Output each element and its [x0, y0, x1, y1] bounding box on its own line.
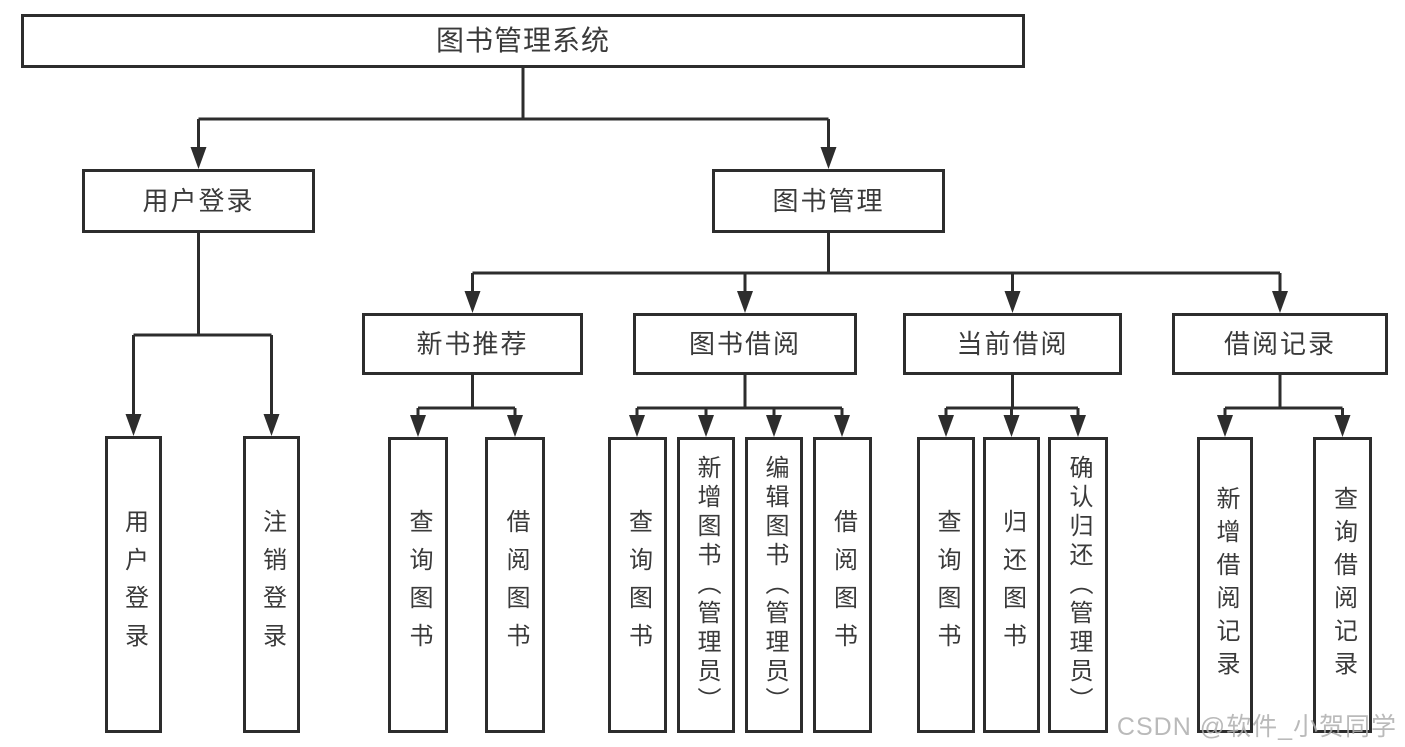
arrowhead-icon	[507, 415, 523, 437]
arrowhead-icon	[1070, 415, 1086, 437]
leaf-borrow-books-recommend: 借阅图书	[485, 437, 545, 733]
leaf-logout: 注销登录	[243, 436, 300, 733]
leaf-query-books-current: 查询图书	[917, 437, 975, 733]
arrowhead-icon	[629, 415, 645, 437]
arrowhead-icon	[737, 291, 753, 313]
leaf-add-borrow-record: 新增借阅记录	[1197, 437, 1253, 733]
arrowhead-icon	[410, 415, 426, 437]
arrowhead-icon	[125, 414, 142, 436]
leaf-return-books: 归还图书	[983, 437, 1040, 733]
leaf-user-login: 用户登录	[105, 436, 162, 733]
node-book-borrow: 图书借阅	[633, 313, 857, 375]
arrowhead-icon	[698, 415, 714, 437]
arrowhead-icon	[1003, 415, 1020, 437]
arrowhead-icon	[938, 415, 954, 437]
connector-borrow-record-children	[1217, 375, 1351, 437]
leaf-query-books-borrow: 查询图书	[608, 437, 667, 733]
node-user-login: 用户登录	[82, 169, 315, 233]
arrowhead-icon	[1217, 415, 1233, 437]
node-borrow-record: 借阅记录	[1172, 313, 1388, 375]
connector-current-borrow-children	[938, 375, 1086, 437]
arrowhead-icon	[820, 147, 837, 169]
leaf-edit-books-admin: 编辑图书（管理员）	[745, 437, 803, 733]
leaf-borrow-books: 借阅图书	[813, 437, 872, 733]
watermark: CSDN @软件_小贺同学	[1116, 713, 1397, 741]
connector-user-login-children	[125, 233, 280, 436]
node-library-system: 图书管理系统	[21, 14, 1025, 68]
arrowhead-icon	[766, 415, 782, 437]
connector-new-book-children	[410, 375, 523, 437]
node-current-borrow: 当前借阅	[903, 313, 1122, 375]
arrowhead-icon	[464, 291, 481, 313]
connector-book-borrow-children	[629, 375, 850, 437]
leaf-add-books-admin: 新增图书（管理员）	[677, 437, 735, 733]
connector-book-management-children	[464, 233, 1288, 313]
node-book-management: 图书管理	[712, 169, 945, 233]
arrowhead-icon	[263, 414, 280, 436]
arrowhead-icon	[1004, 291, 1021, 313]
connector-root-to-level2	[190, 68, 837, 169]
leaf-query-borrow-record: 查询借阅记录	[1313, 437, 1372, 733]
node-new-book-recommend: 新书推荐	[362, 313, 583, 375]
arrowhead-icon	[834, 415, 850, 437]
leaf-query-books-recommend: 查询图书	[388, 437, 448, 733]
arrowhead-icon	[190, 147, 207, 169]
leaf-confirm-return-admin: 确认归还（管理员）	[1048, 437, 1108, 733]
arrowhead-icon	[1272, 291, 1288, 313]
arrowhead-icon	[1334, 415, 1351, 437]
